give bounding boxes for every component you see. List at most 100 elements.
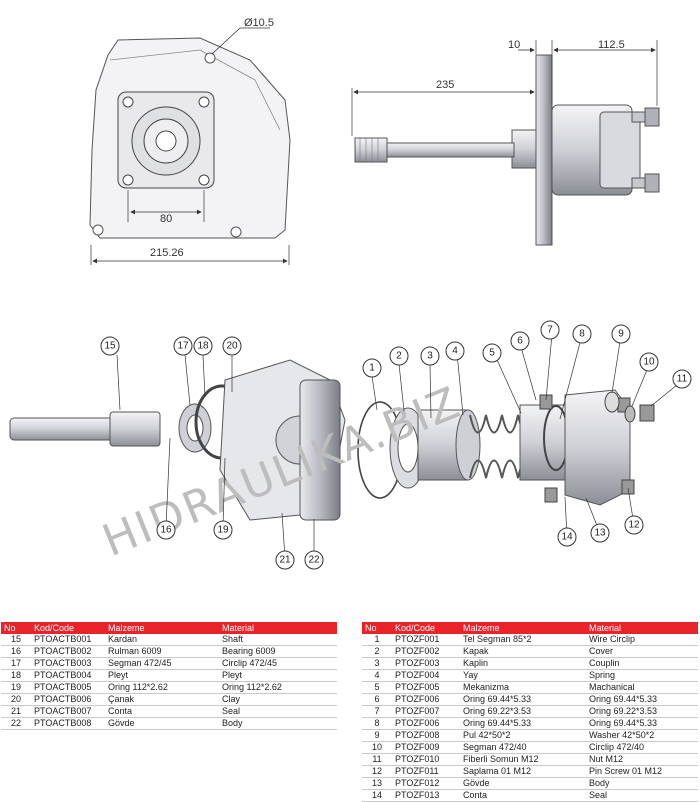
- col-header-no: No: [362, 622, 392, 634]
- cell-no: 12: [362, 765, 392, 778]
- svg-text:6: 6: [517, 336, 523, 347]
- cell-no: 21: [1, 705, 31, 718]
- callout-2: 2: [389, 346, 409, 366]
- callout-1: 1: [362, 358, 382, 378]
- cell-no: 19: [1, 681, 31, 694]
- cell-code: PTOACTB006: [31, 693, 105, 706]
- svg-text:3: 3: [427, 351, 433, 362]
- cell-material: Bearing 6009: [219, 645, 337, 658]
- cell-material: Body: [586, 777, 698, 790]
- side-view-drawing: 235 10 112.5: [351, 39, 660, 246]
- cell-malzeme: Oring 69.22*3.53: [460, 705, 586, 718]
- svg-text:11: 11: [677, 374, 688, 385]
- cell-material: Oring 69.22*3.53: [586, 705, 698, 718]
- cell-no: 4: [362, 669, 392, 682]
- cell-no: 6: [362, 693, 392, 706]
- col-header-malzeme: Malzeme: [460, 622, 586, 634]
- cell-malzeme: Saplama 01 M12: [460, 765, 586, 778]
- cell-malzeme: Çanak: [105, 693, 219, 706]
- cell-malzeme: Conta: [105, 705, 219, 718]
- hole-diameter-dimension: Ø10.5: [244, 17, 274, 29]
- cell-material: Seal: [586, 789, 698, 802]
- callouts-right: 1 2 3 4 5 6 7 8 9 10 11 12 13 14: [362, 320, 692, 547]
- cell-code: PTOZF001: [392, 634, 460, 646]
- cell-code: PTOACTB005: [31, 681, 105, 694]
- cell-malzeme: Segman 472/45: [105, 657, 219, 670]
- cell-no: 11: [362, 753, 392, 766]
- cell-no: 8: [362, 717, 392, 730]
- cell-code: PTOZF006: [392, 717, 460, 730]
- exploded-view-left: [9, 359, 346, 521]
- cell-malzeme: Rulman 6009: [105, 645, 219, 658]
- cell-material: Wire Circlip: [586, 634, 698, 646]
- callout-3: 3: [420, 346, 440, 366]
- cell-malzeme: Yay: [460, 669, 586, 682]
- cell-no: 1: [362, 634, 392, 646]
- cell-material: Pin Screw 01 M12: [586, 765, 698, 778]
- svg-text:16: 16: [160, 525, 172, 536]
- cell-code: PTOZF011: [392, 765, 460, 778]
- cell-code: PTOACTB007: [31, 705, 105, 718]
- cell-no: 22: [1, 717, 31, 730]
- table-header-row: No Kod/Code Malzeme Material: [362, 622, 698, 634]
- cell-malzeme: Kapak: [460, 645, 586, 658]
- callout-22: 22: [304, 550, 324, 570]
- callout-6: 6: [510, 331, 530, 351]
- callouts-left: 15 17 18 20 16 19 21 22: [100, 336, 324, 570]
- svg-text:9: 9: [618, 329, 624, 340]
- cell-malzeme: Gövde: [460, 777, 586, 790]
- cell-no: 2: [362, 645, 392, 658]
- cell-code: PTOZF012: [392, 777, 460, 790]
- shaft-length-dimension: 235: [436, 79, 454, 91]
- cell-no: 3: [362, 657, 392, 670]
- col-header-material: Material: [586, 622, 698, 634]
- cell-no: 20: [1, 693, 31, 706]
- cell-material: Cover: [586, 645, 698, 658]
- bolt-spacing-dimension: 80: [160, 213, 172, 225]
- svg-text:21: 21: [279, 555, 291, 566]
- cell-no: 14: [362, 789, 392, 802]
- callout-13: 13: [590, 523, 610, 543]
- cell-code: PTOACTB001: [31, 634, 105, 646]
- svg-text:5: 5: [489, 348, 495, 359]
- svg-text:1: 1: [369, 363, 375, 374]
- cell-malzeme: Segman 472/40: [460, 741, 586, 754]
- cell-material: Machanical: [586, 681, 698, 694]
- cell-code: PTOZF013: [392, 789, 460, 802]
- cell-material: Oring 69.44*5.33: [586, 717, 698, 730]
- svg-text:22: 22: [308, 555, 320, 566]
- technical-drawing: 80 215.26 Ø10.5 235 10 112.5: [9, 17, 692, 570]
- callout-17: 17: [173, 336, 193, 356]
- callout-18: 18: [193, 336, 213, 356]
- cell-code: PTOZF006: [392, 693, 460, 706]
- svg-text:13: 13: [594, 528, 606, 539]
- cell-code: PTOZF004: [392, 669, 460, 682]
- svg-text:4: 4: [452, 346, 458, 357]
- cell-material: Nut M12: [586, 753, 698, 766]
- cell-malzeme: Kaplin: [460, 657, 586, 670]
- svg-text:10: 10: [643, 357, 655, 368]
- cell-material: Circlip 472/45: [219, 657, 337, 670]
- cell-code: PTOACTB004: [31, 669, 105, 682]
- svg-text:2: 2: [396, 351, 402, 362]
- svg-text:18: 18: [197, 341, 209, 352]
- svg-text:14: 14: [561, 532, 573, 543]
- cell-code: PTOACTB003: [31, 657, 105, 670]
- callout-14: 14: [557, 527, 577, 547]
- callout-15: 15: [100, 336, 120, 356]
- cell-code: PTOACTB008: [31, 717, 105, 730]
- cell-code: PTOZF002: [392, 645, 460, 658]
- cell-material: Oring 69.44*5.33: [586, 693, 698, 706]
- svg-text:8: 8: [579, 329, 585, 340]
- cell-no: 10: [362, 741, 392, 754]
